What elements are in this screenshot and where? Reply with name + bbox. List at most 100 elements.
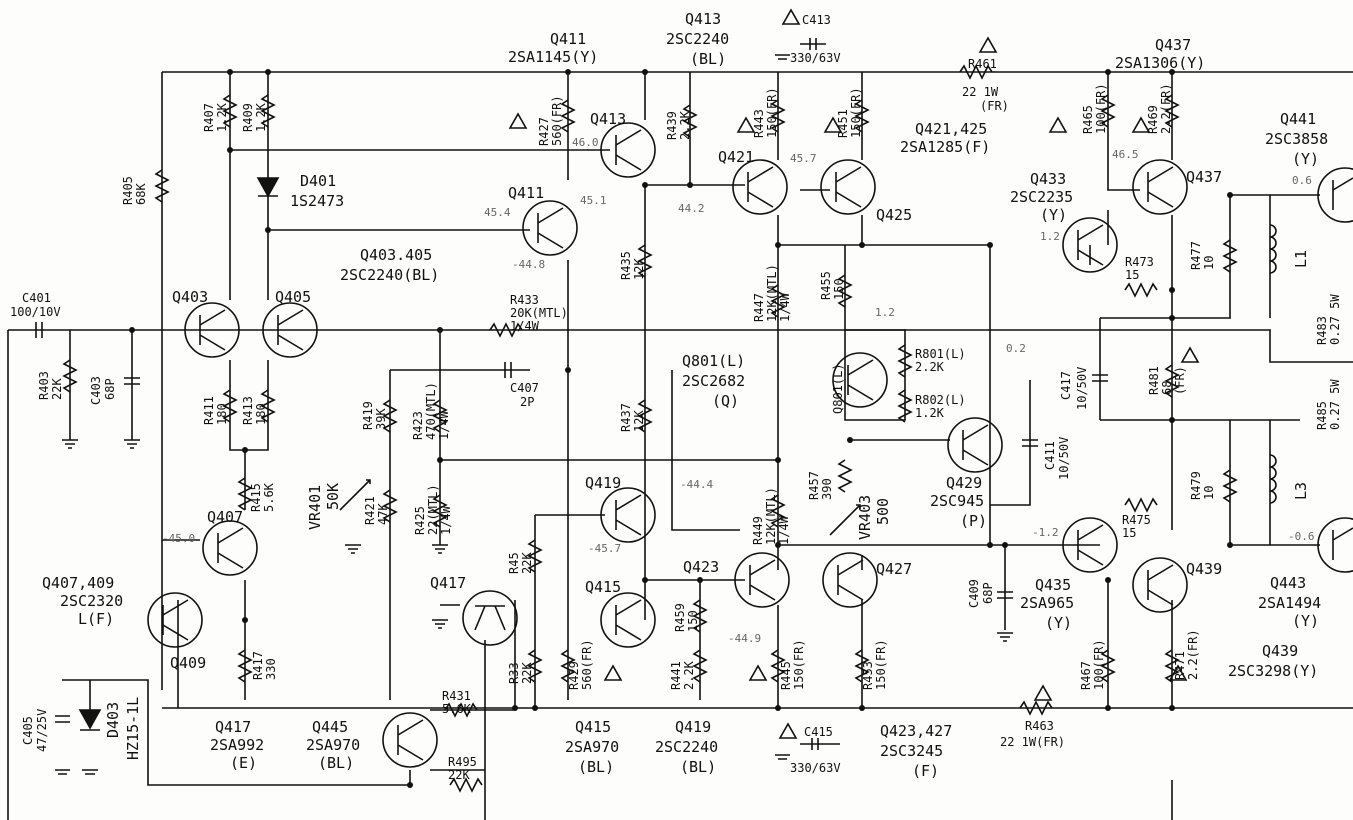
q413-mark: Q413 bbox=[590, 110, 626, 128]
resistor-label: 47K bbox=[376, 503, 390, 525]
q417-label: Q417 bbox=[430, 574, 466, 592]
resistor-label: R459 bbox=[673, 603, 687, 632]
resistor-label: 1/4W bbox=[439, 505, 453, 535]
q801-type: 2SC2682 bbox=[682, 372, 745, 390]
vr401-value: 50K bbox=[324, 483, 342, 510]
q419-type: 2SC2240 bbox=[655, 738, 718, 756]
resistor-label: 150(FR) bbox=[849, 87, 863, 138]
c415-value: 330/63V bbox=[790, 761, 841, 775]
resistor-label: 2.2(FR) bbox=[1159, 83, 1173, 134]
resistor-label: 10 bbox=[1202, 486, 1216, 500]
q403-405-type: 2SC2240(BL) bbox=[340, 266, 439, 284]
resistor-label: 390 bbox=[820, 478, 834, 500]
resistor-label: 560(FR) bbox=[580, 639, 594, 690]
q407-409-grade: L(F) bbox=[78, 610, 114, 628]
resistor-label: 0.27 5W bbox=[1328, 379, 1342, 430]
q445-type: 2SA970 bbox=[306, 736, 360, 754]
q435-label: Q435 bbox=[1035, 576, 1071, 594]
resistor-label: 150 bbox=[832, 278, 846, 300]
resistor-label: 68 bbox=[1160, 381, 1174, 395]
resistor-label: R473 bbox=[1125, 255, 1154, 269]
q433-grade: (Y) bbox=[1040, 206, 1067, 224]
resistor-label: 12K(MTL) bbox=[764, 487, 778, 545]
resistor-label: R495 bbox=[448, 755, 477, 769]
resistor-label: R437 bbox=[619, 403, 633, 432]
q429-type: 2SC945 bbox=[930, 492, 984, 510]
resistor-label: 0.27 5W bbox=[1328, 294, 1342, 345]
resistor-label: R471 bbox=[1173, 651, 1187, 680]
resistor-label: 2.2(FR) bbox=[1186, 629, 1200, 680]
resistor-label: R455 bbox=[819, 271, 833, 300]
resistor-label: R427 bbox=[537, 117, 551, 146]
resistor-label: R429 bbox=[567, 661, 581, 690]
resistor-label: 100(FR) bbox=[1094, 83, 1108, 134]
resistor-label: R467 bbox=[1079, 661, 1093, 690]
q427-label: Q427 bbox=[876, 560, 912, 578]
voltage-v17: 45.4 bbox=[484, 206, 511, 219]
resistor-label: 12K(MTL) bbox=[765, 264, 779, 322]
r463-label: R463 bbox=[1025, 719, 1054, 733]
inductor-labels: L1 L3 bbox=[1292, 250, 1310, 500]
d403-label: D403 bbox=[104, 702, 122, 738]
passive-symbols bbox=[35, 38, 1277, 750]
q801-vertical-label: Q801(L) bbox=[831, 363, 845, 414]
diode-labels: D401 1S2473 D403 HZ15-1L bbox=[104, 172, 344, 760]
q423-427-label: Q423,427 bbox=[880, 722, 952, 740]
q417-grade: (E) bbox=[230, 754, 257, 772]
resistor-label: 1.2K bbox=[915, 406, 945, 420]
q441-label: Q441 bbox=[1280, 110, 1316, 128]
q429-grade: (P) bbox=[960, 512, 987, 530]
top-labels: Q411 2SA1145(Y) Q413 2SC2240 (BL) C413 3… bbox=[508, 10, 1205, 113]
q421-label: Q421 bbox=[718, 148, 754, 166]
q437-mark: Q437 bbox=[1186, 168, 1222, 186]
q423-427-grade: (F) bbox=[912, 762, 939, 780]
resistor-label: 1/4W bbox=[778, 292, 792, 322]
resistor-label: 560(FR) bbox=[550, 95, 564, 146]
q413-grade: (BL) bbox=[690, 50, 726, 68]
c411-value: 10/50V bbox=[1057, 437, 1071, 480]
q443-type: 2SA1494 bbox=[1258, 594, 1321, 612]
resistor-label: R431 bbox=[442, 689, 471, 703]
resistor-label: 22K bbox=[50, 378, 64, 400]
q437-label: Q437 bbox=[1155, 36, 1191, 54]
voltage-v3: 44.2 bbox=[678, 202, 705, 215]
resistor-label: R483 bbox=[1315, 316, 1329, 345]
resistor-label: R409 bbox=[241, 103, 255, 132]
voltage-v16: 45.7 bbox=[790, 152, 817, 165]
resistor-label: R405 bbox=[121, 176, 135, 205]
q417-type: 2SA992 bbox=[210, 736, 264, 754]
voltage-v15: -45.0 bbox=[162, 532, 195, 545]
resistor-label: R477 bbox=[1189, 241, 1203, 270]
resistor-label: 5.6K bbox=[442, 702, 472, 716]
capacitor-labels: C401 100/10V C403 68P C407 2P C417 10/50… bbox=[10, 291, 1089, 752]
resistor-label: 68K bbox=[134, 183, 148, 205]
c405-label: C405 bbox=[21, 716, 35, 745]
voltage-v11: 0.6 bbox=[1292, 174, 1312, 187]
r461-type: (FR) bbox=[980, 99, 1009, 113]
voltage-v13: 0.2 bbox=[1006, 342, 1026, 355]
resistor-label: R443 bbox=[752, 109, 766, 138]
resistor-label: 39K bbox=[374, 408, 388, 430]
d401-label: D401 bbox=[300, 172, 336, 190]
ground-symbols bbox=[55, 54, 1013, 775]
q403-405-label: Q403.405 bbox=[360, 246, 432, 264]
resistor-label: R485 bbox=[1315, 401, 1329, 430]
q419-label: Q419 bbox=[585, 474, 621, 492]
resistor-label: 20K(MTL) bbox=[510, 306, 568, 320]
d401-type: 1S2473 bbox=[290, 192, 344, 210]
resistor-label: 150 bbox=[686, 610, 700, 632]
warning-icons bbox=[508, 8, 1200, 739]
voltage-v4: -44.8 bbox=[512, 258, 545, 271]
voltage-v1: 46.0 bbox=[572, 136, 599, 149]
q441-grade: (Y) bbox=[1292, 150, 1319, 168]
vr403-label: VR403 bbox=[856, 495, 874, 540]
vr401-label: VR401 bbox=[306, 485, 324, 530]
resistor-label: R433 bbox=[510, 293, 539, 307]
q423-427-type: 2SC3245 bbox=[880, 742, 943, 760]
vr403-value: 500 bbox=[874, 498, 892, 525]
resistor-label: 100(FR) bbox=[1092, 639, 1106, 690]
q417-bottom-label: Q417 bbox=[215, 718, 251, 736]
